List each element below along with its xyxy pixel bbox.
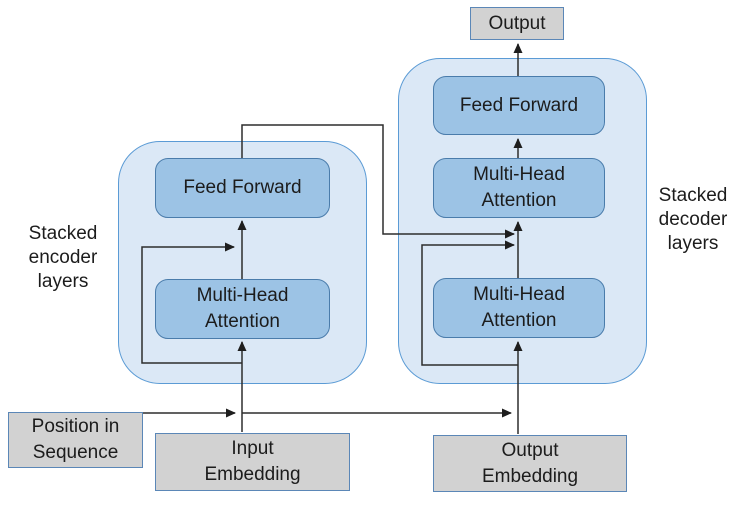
encoder-multi-head-attention-box: Multi-Head Attention [155,279,330,339]
stacked-decoder-layers-caption: Stacked decoder layers [658,185,728,254]
position-in-sequence-label: Position in Sequence [31,416,120,463]
decoder-self-attention-label: Multi-Head Attention [473,284,565,331]
encoder-feed-forward-label: Feed Forward [183,177,302,198]
input-embedding-label: Input Embedding [204,438,301,485]
decoder-feed-forward-label: Feed Forward [459,94,579,116]
output-embedding-box: Output Embedding [433,435,627,492]
decoder-feed-forward-box: Feed Forward [433,76,605,135]
encoder-multi-head-attention-label: Multi-Head Attention [196,285,289,332]
decoder-self-attention-box: Multi-Head Attention [433,278,605,338]
output-box: Output [470,7,564,40]
output-label: Output [488,12,546,34]
decoder-cross-attention-box: Multi-Head Attention [433,158,605,218]
decoder-cross-attention-label: Multi-Head Attention [473,164,565,211]
position-in-sequence-box: Position in Sequence [8,412,143,468]
input-embedding-box: Input Embedding [155,433,350,491]
encoder-feed-forward-box: Feed Forward [155,158,330,218]
output-embedding-label: Output Embedding [481,439,579,487]
stacked-encoder-layers-caption: Stacked encoder layers [28,223,98,292]
